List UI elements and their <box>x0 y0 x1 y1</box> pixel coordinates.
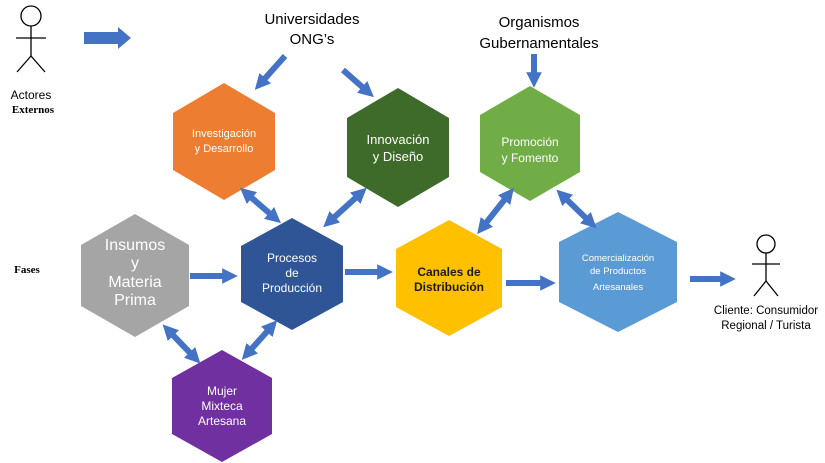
actor-arrows <box>254 54 542 98</box>
women-label-line2: Mixteca <box>201 399 243 413</box>
inputs-label-line1: Insumos <box>105 237 165 254</box>
client-icon <box>752 234 780 297</box>
arrow-inputs-women <box>162 324 201 364</box>
government-label-line1: Organismos <box>499 14 580 31</box>
government-label-line2: Gubernamentales <box>479 35 598 52</box>
innovation-label-line2: y Diseño <box>373 149 424 164</box>
research-hexagon <box>173 83 275 200</box>
phases-label: Fases <box>14 264 40 276</box>
universities-label-line1: Universidades <box>264 11 359 28</box>
arrow-research-production <box>240 187 281 224</box>
women-label-line1: Mujer <box>207 384 237 398</box>
inputs-label-line2: y <box>131 255 139 272</box>
women-hexagon <box>172 350 272 462</box>
external-actors-label-line2: Externos <box>12 104 55 116</box>
production-label-line2: de <box>285 266 299 280</box>
inputs-label-line3: Materia <box>108 274 161 291</box>
channels-label-line1: Canales de <box>417 265 481 279</box>
promotion-hexagon <box>480 86 580 201</box>
research-label-line2: y Desarrollo <box>195 143 254 155</box>
arrow-promotion-channels <box>477 187 514 235</box>
women-label-line3: Artesana <box>198 414 246 428</box>
commercialization-hexagon <box>559 212 677 332</box>
client-label-line1: Cliente: Consumidor <box>714 305 818 317</box>
commercialization-label-line2: de Productos <box>590 266 646 277</box>
commercialization-label-line1: Comercialización <box>582 253 654 264</box>
promotion-label-line1: Promoción <box>501 135 558 149</box>
commercialization-label-line3: Artesanales <box>593 282 643 293</box>
channels-label-line2: Distribución <box>414 280 484 294</box>
arrow-universities-to-innovation <box>341 67 374 98</box>
arrow-innovation-production <box>323 187 367 228</box>
arrow-universities-to-research <box>254 54 288 90</box>
production-label-line1: Procesos <box>267 251 317 265</box>
phase-arrows <box>162 187 736 364</box>
innovation-label-line1: Innovación <box>367 132 430 147</box>
external-actors-label-line1: Actores <box>11 88 52 102</box>
inputs-label-line4: Prima <box>114 292 156 309</box>
universities-label-line2: ONG’s <box>290 31 335 48</box>
inputs-hexagon <box>81 214 189 337</box>
client-label-line2: Regional / Turista <box>721 320 811 332</box>
arrow-promotion-commercialization <box>556 189 597 229</box>
research-label-line1: Investigación <box>192 128 256 140</box>
arrow-production-women <box>241 320 278 360</box>
promotion-label-line2: y Fomento <box>502 151 559 165</box>
production-hexagon <box>241 218 343 330</box>
innovation-hexagon <box>347 88 449 207</box>
actors-block-arrow <box>84 27 131 49</box>
channels-hexagon <box>396 220 502 336</box>
external-actor-icon <box>16 5 46 73</box>
production-label-line3: Producción <box>262 281 322 295</box>
